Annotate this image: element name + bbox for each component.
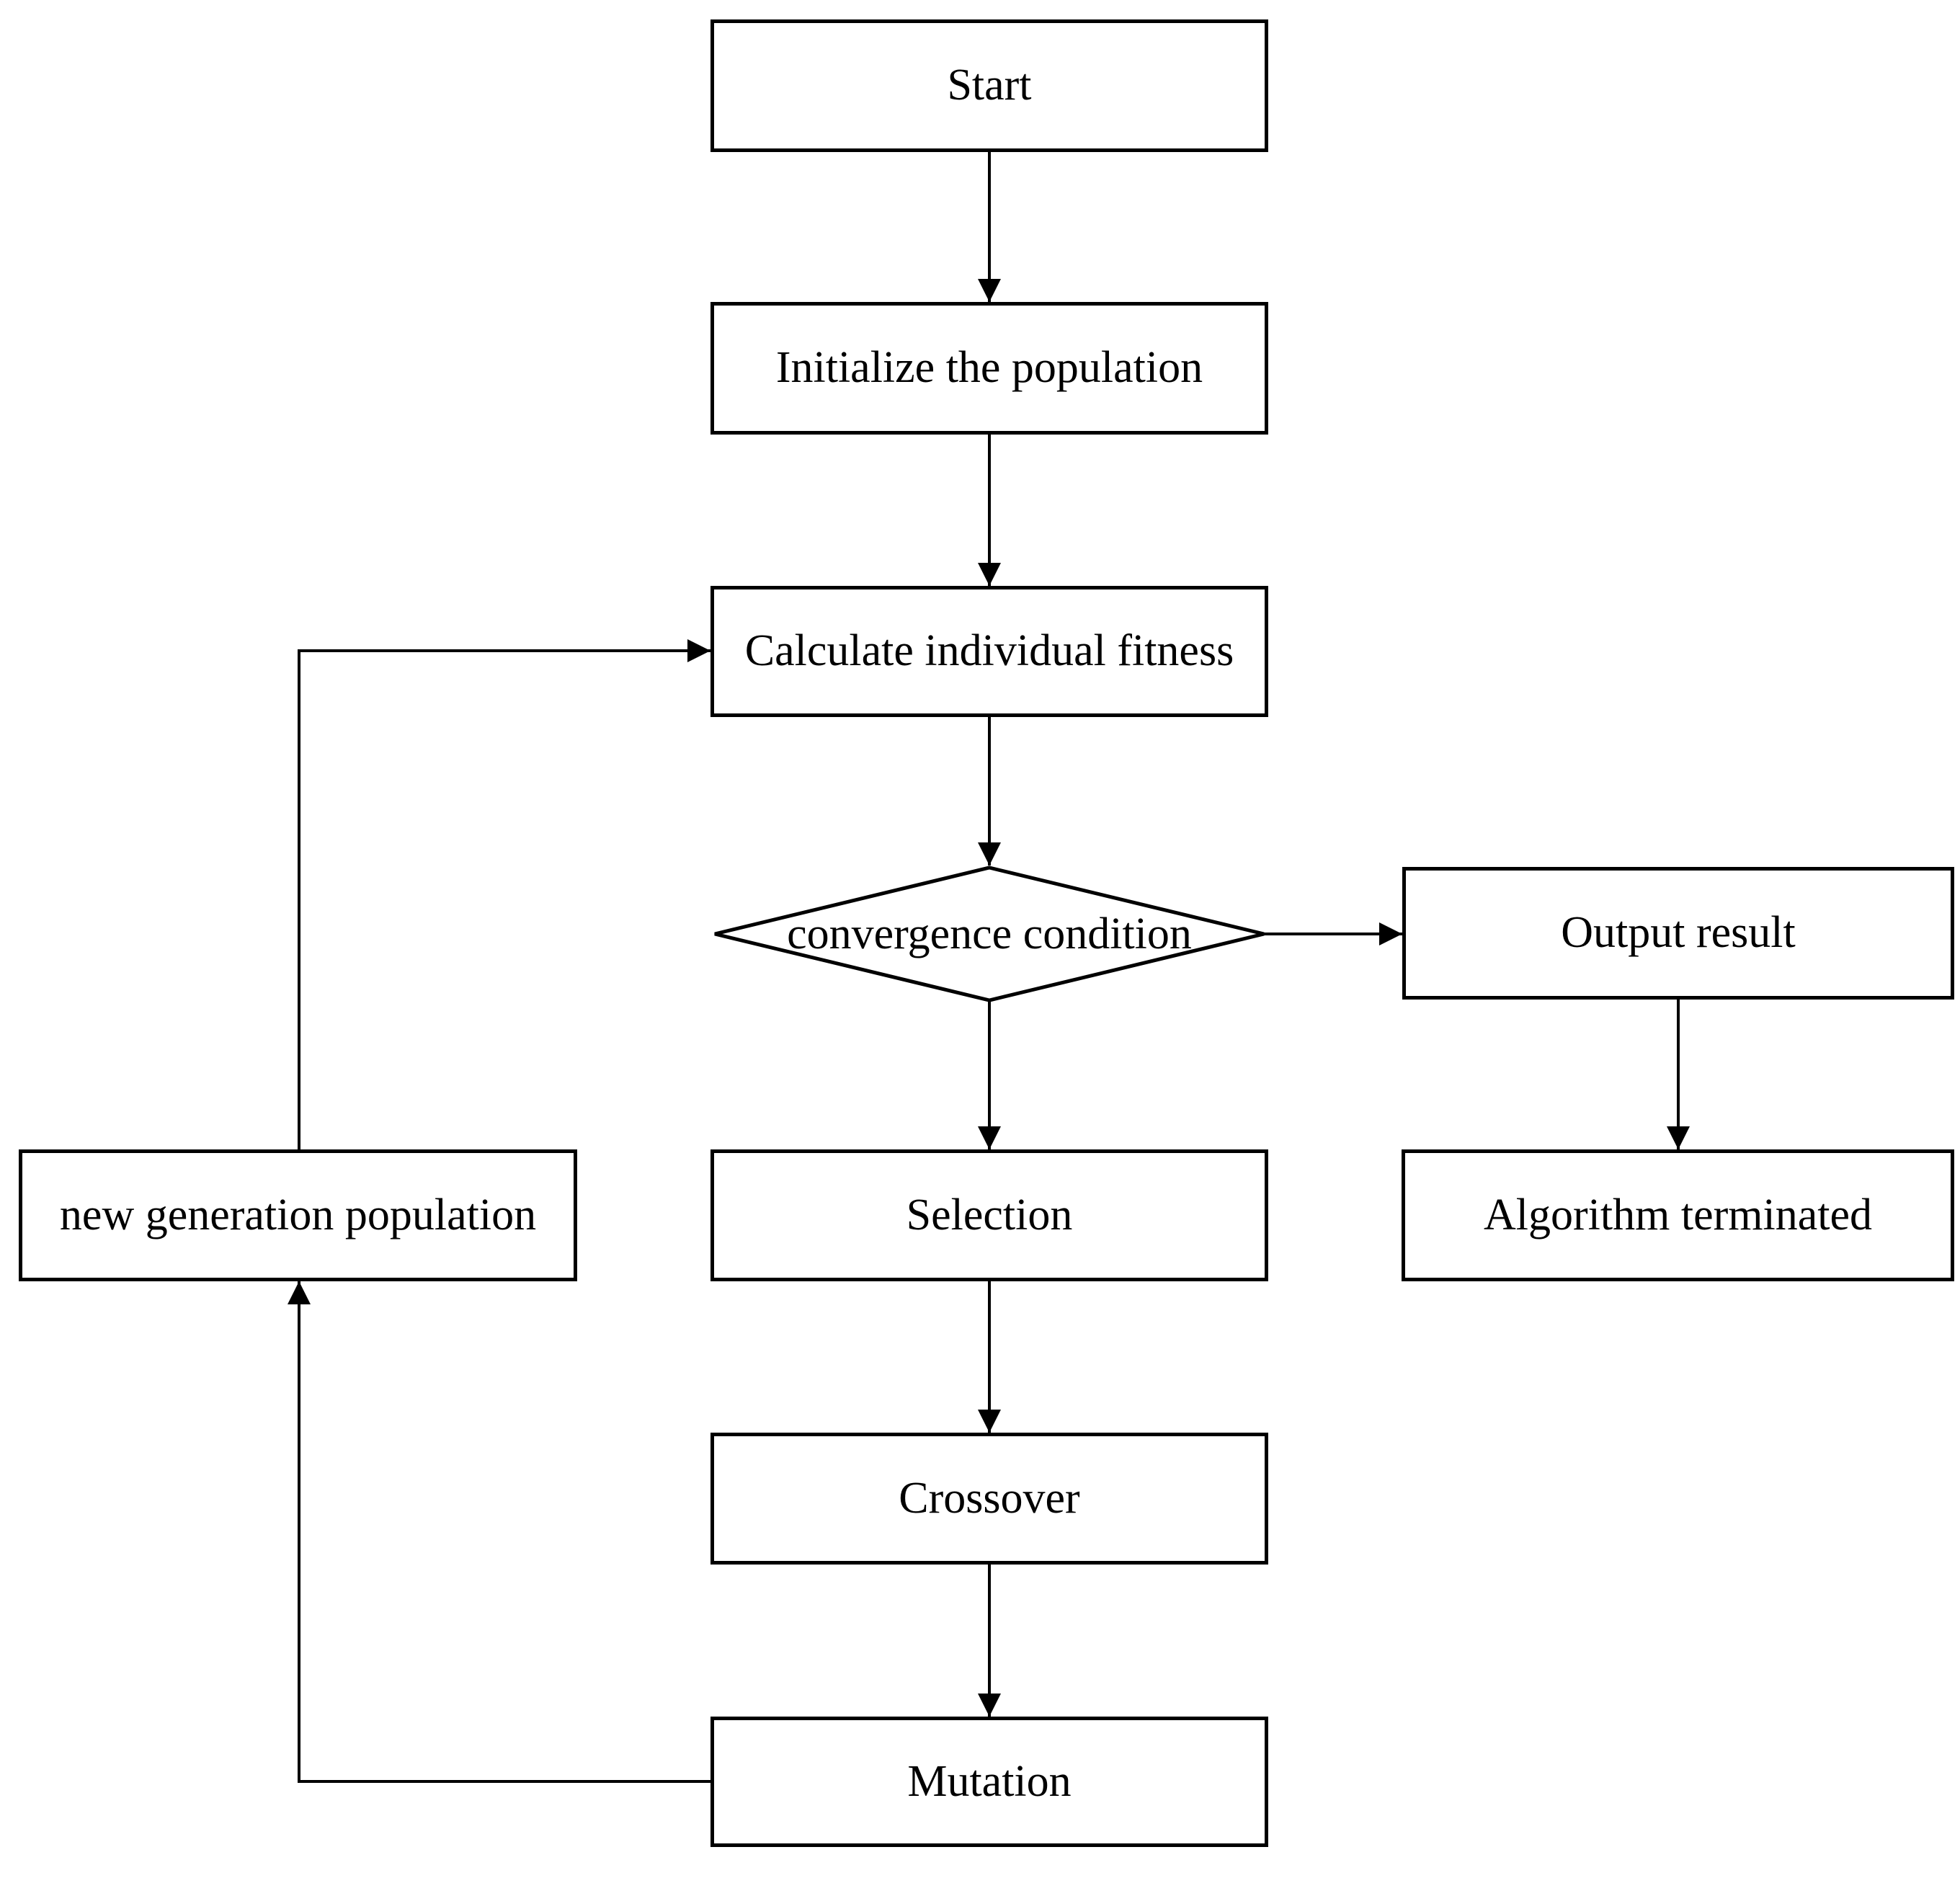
node-convergence-condition-label: convergence condition [787,909,1192,958]
node-selection: Selection [710,1149,1268,1281]
node-crossover: Crossover [710,1433,1268,1565]
node-start: Start [710,19,1268,152]
node-calculate-individual-fitness: Calculate individual fitness [710,586,1268,717]
edge-new-generation-to-calculate [298,639,710,1149]
edge-mutation-to-new-generation [288,1281,710,1783]
node-new-generation-population: new generation population [19,1149,577,1281]
node-initialize-population: Initialize the population [710,302,1268,435]
node-mutation: Mutation [710,1717,1268,1847]
node-output-result: Output result [1402,867,1954,1000]
node-algorithm-terminated: Algorithm terminated [1402,1149,1954,1281]
